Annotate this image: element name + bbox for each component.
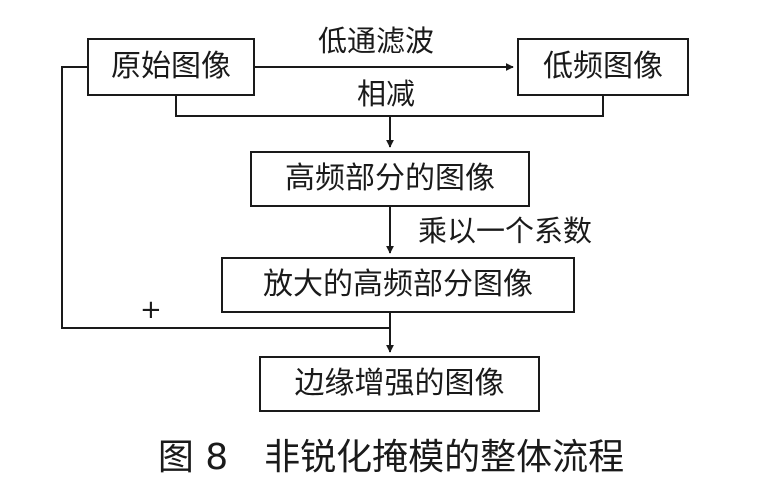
line-add-feedback — [61, 66, 390, 329]
edge-label-lowpass: 低通滤波 — [318, 24, 435, 58]
figure-caption: 图 8 非锐化掩模的整体流程 — [157, 437, 625, 478]
node-lowfreq-label: 低频图像 — [543, 49, 663, 84]
node-edge-enhanced-image: 边缘增强的图像 — [259, 356, 540, 412]
node-high-frequency-image: 高频部分的图像 — [250, 151, 530, 207]
node-low-frequency-image: 低频图像 — [517, 38, 689, 96]
node-original-image: 原始图像 — [87, 38, 255, 96]
node-highfreq-label: 高频部分的图像 — [285, 161, 495, 196]
node-original-label: 原始图像 — [111, 49, 231, 84]
node-enhanced-label: 边缘增强的图像 — [294, 366, 505, 401]
edge-label-multiply: 乘以一个系数 — [418, 214, 593, 248]
edge-label-subtract: 相减 — [357, 77, 416, 111]
node-amplified-label: 放大的高频部分图像 — [263, 267, 533, 302]
edge-label-plus: + — [140, 295, 162, 325]
node-amplified-high-frequency-image: 放大的高频部分图像 — [221, 257, 575, 313]
